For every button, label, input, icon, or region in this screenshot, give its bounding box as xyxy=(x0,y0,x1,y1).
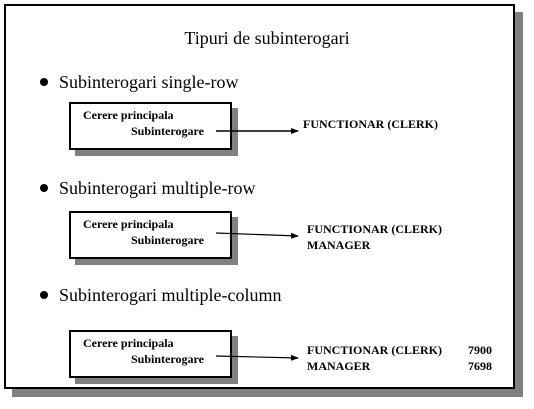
main-query-label: Cerere principala xyxy=(83,336,174,350)
section-heading-label: Subinterogari multiple-column xyxy=(59,285,282,305)
result-value: 7900 xyxy=(468,343,492,357)
result-text: FUNCTIONAR (CLERK) xyxy=(307,222,442,236)
section-heading-single-row: Subinterogari single-row xyxy=(40,72,238,93)
query-box-single-row: Cerere principala Subinterogare xyxy=(69,102,232,150)
result-text: FUNCTIONAR (CLERK) xyxy=(303,117,438,131)
slide-frame xyxy=(4,4,515,389)
result-text: MANAGER xyxy=(307,238,371,252)
subquery-label: Subinterogare xyxy=(131,124,204,138)
bullet-icon xyxy=(40,290,48,299)
section-heading-label: Subinterogari multiple-row xyxy=(59,178,256,198)
bullet-icon xyxy=(40,183,48,192)
slide-title: Tipuri de subinterogari xyxy=(184,28,350,48)
section-heading-multiple-column: Subinterogari multiple-column xyxy=(40,285,281,306)
query-box-multiple-column: Cerere principala Subinterogare xyxy=(69,330,232,378)
section-heading-label: Subinterogari single-row xyxy=(59,72,239,92)
arrow-multiple-row xyxy=(215,232,299,239)
section-heading-multiple-row: Subinterogari multiple-row xyxy=(40,178,255,199)
result-value: 7698 xyxy=(468,359,492,373)
subquery-label: Subinterogare xyxy=(131,233,204,247)
bullet-icon xyxy=(40,77,48,86)
main-query-label: Cerere principala xyxy=(83,108,174,122)
result-text: FUNCTIONAR (CLERK) xyxy=(307,343,442,357)
arrow-multiple-column xyxy=(215,354,299,361)
subquery-label: Subinterogare xyxy=(131,352,204,366)
result-text: MANAGER xyxy=(307,359,371,373)
main-query-label: Cerere principala xyxy=(83,217,174,231)
query-box-multiple-row: Cerere principala Subinterogare xyxy=(69,211,232,259)
